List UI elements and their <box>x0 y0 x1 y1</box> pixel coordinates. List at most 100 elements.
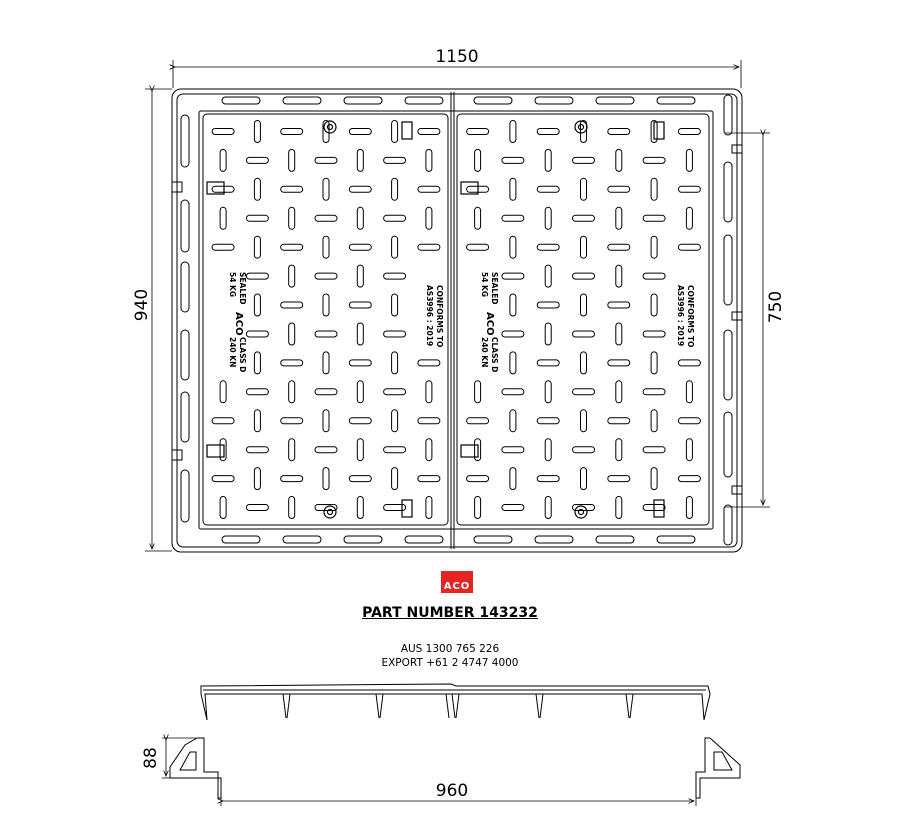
tread-slot <box>650 293 658 317</box>
tread-slot <box>474 380 482 404</box>
tread-slot <box>211 243 235 251</box>
opening-dimension: 750 <box>725 133 786 508</box>
tread-slot <box>642 272 666 280</box>
tread-slot <box>391 467 399 491</box>
tread-slot <box>288 322 296 346</box>
tread-slot <box>383 388 407 396</box>
tread-slot <box>615 322 623 346</box>
tread-slot <box>219 380 227 404</box>
tread-slot <box>607 243 631 251</box>
tread-slot <box>348 417 372 425</box>
tread-slot <box>509 351 517 375</box>
tread-slot <box>245 156 269 164</box>
tread-slot <box>501 330 525 338</box>
tread-slot <box>245 446 269 454</box>
tread-slot <box>356 206 364 230</box>
tread-slot <box>211 185 235 193</box>
tread-slot <box>650 467 658 491</box>
stamp-weight: 54 KG <box>228 272 237 297</box>
tread-slot <box>322 293 330 317</box>
tread-slot <box>677 128 701 135</box>
tread-slot <box>322 467 330 491</box>
tread-slot <box>685 438 693 462</box>
tread-slot <box>211 475 235 483</box>
tread-slot <box>280 475 304 483</box>
tread-slot <box>425 148 433 172</box>
depth-label: 88 <box>141 747 161 769</box>
tread-slot <box>245 272 269 280</box>
tread-slot <box>572 330 595 338</box>
tread-slot <box>383 272 407 280</box>
tread-slot <box>245 214 269 222</box>
clear-opening-dimension: 960 <box>221 781 697 806</box>
tread-slot <box>474 148 482 172</box>
part-number: PART NUMBER 143232 <box>362 605 538 621</box>
tread-slot <box>685 148 693 172</box>
stamp-class: CLASS D <box>238 337 247 372</box>
tread-slot <box>509 409 517 433</box>
tread-slot <box>391 351 399 375</box>
tread-slot <box>650 177 658 201</box>
stamp-class: CLASS D <box>490 337 499 372</box>
tread-slot <box>474 206 482 230</box>
tread-slot <box>417 417 441 425</box>
stamp-sealed: SEALED <box>490 272 499 304</box>
tread-slot <box>466 475 490 483</box>
tread-slot <box>536 243 560 251</box>
tread-slot <box>288 380 296 404</box>
tread-slot <box>280 243 304 251</box>
tread-slot <box>501 272 525 280</box>
tread-slot <box>280 359 304 367</box>
tread-slot <box>580 351 587 375</box>
tread-slot <box>383 156 407 164</box>
tread-slot <box>501 388 525 396</box>
tread-slot <box>253 293 261 317</box>
tread-slot <box>348 128 372 135</box>
stamp-brand: ACO <box>233 312 244 336</box>
tread-slot <box>615 438 623 462</box>
tread-slot <box>288 206 296 230</box>
tread-slot <box>607 185 631 193</box>
tread-slot <box>685 380 693 404</box>
tread-slot <box>383 504 407 511</box>
tread-slot <box>509 120 517 143</box>
tread-slot <box>615 380 623 404</box>
tread-slot <box>572 214 595 222</box>
tread-slot <box>314 214 338 222</box>
tread-slot <box>425 496 433 519</box>
tread-slot <box>677 359 701 367</box>
tread-slot <box>348 185 372 193</box>
tread-slot <box>391 177 399 201</box>
tread-slot <box>650 409 658 433</box>
tread-slot <box>314 272 338 280</box>
tread-pattern <box>211 120 701 519</box>
tread-slot <box>580 120 587 143</box>
tread-slot <box>356 264 364 288</box>
tread-slot <box>280 185 304 193</box>
tread-slot <box>607 417 631 425</box>
tread-slot <box>253 467 261 491</box>
tread-slot <box>544 148 552 172</box>
logo-text: ACO <box>443 581 471 592</box>
tread-slot <box>356 148 364 172</box>
tread-slot <box>607 128 631 135</box>
tread-slot <box>509 235 517 259</box>
tread-slot <box>245 330 269 338</box>
frame-slots <box>180 94 733 546</box>
tread-slot <box>580 467 587 491</box>
tread-slot <box>544 264 552 288</box>
tread-slot <box>536 128 560 135</box>
tread-slot <box>211 417 235 425</box>
tread-slot <box>607 475 631 483</box>
tread-slot <box>425 438 433 462</box>
tread-slot <box>356 496 364 519</box>
tread-slot <box>509 177 517 201</box>
tread-slot <box>425 206 433 230</box>
tread-slot <box>544 322 552 346</box>
tread-slot <box>572 388 595 396</box>
clear-opening-label: 960 <box>436 781 468 801</box>
cover-left <box>202 113 449 526</box>
lifting-keyholes <box>206 120 665 519</box>
tread-slot <box>536 301 560 309</box>
